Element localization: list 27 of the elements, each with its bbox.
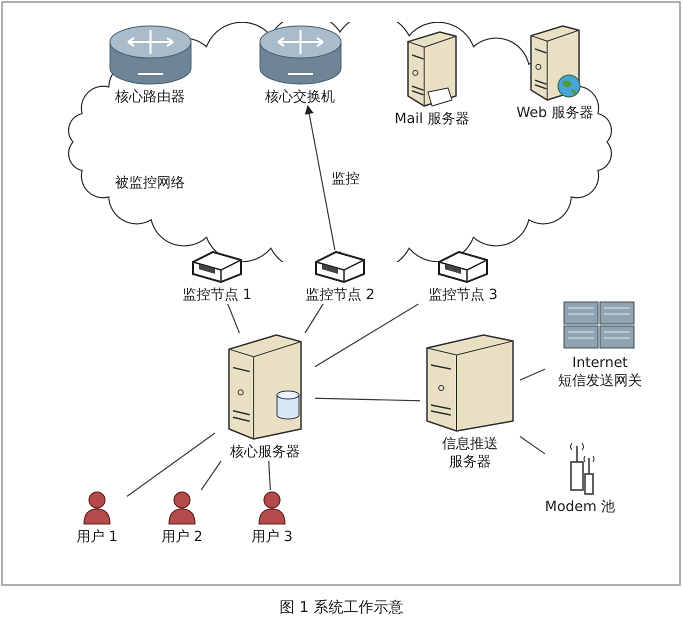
- connection-line: [200, 460, 222, 490]
- connection-line: [126, 432, 216, 497]
- connection-line: [268, 460, 271, 490]
- connection-line: [314, 398, 420, 402]
- connection-line: [520, 436, 546, 454]
- device-label: Internet 短信发送网关: [557, 354, 643, 390]
- device-label: 用户 3: [251, 528, 293, 546]
- arrow: [304, 105, 336, 250]
- cloud-label: 被监控网络: [115, 174, 185, 192]
- connection-line: [314, 303, 419, 368]
- connection-line: [520, 368, 546, 381]
- device-label: 核心服务器: [230, 443, 300, 461]
- device-label: 用户 2: [161, 528, 203, 546]
- device-label: 用户 1: [76, 528, 118, 546]
- caption: 图 1 系统工作示意: [278, 598, 405, 616]
- device-label: Modem 池: [544, 498, 616, 516]
- device-label: 监控节点 1: [182, 286, 252, 304]
- edge-label: 监控: [329, 170, 362, 188]
- device-label: 核心交换机: [265, 88, 335, 106]
- connection-line: [227, 304, 240, 334]
- device-label: 信息推送服务器: [441, 435, 499, 471]
- connection-line: [304, 304, 324, 334]
- device-label: 核心路由器: [115, 88, 185, 106]
- device-label: 监控节点 2: [305, 286, 375, 304]
- device-label: Web 服务器: [516, 104, 594, 122]
- device-label: Mail 服务器: [394, 110, 470, 128]
- device-label: 监控节点 3: [428, 286, 498, 304]
